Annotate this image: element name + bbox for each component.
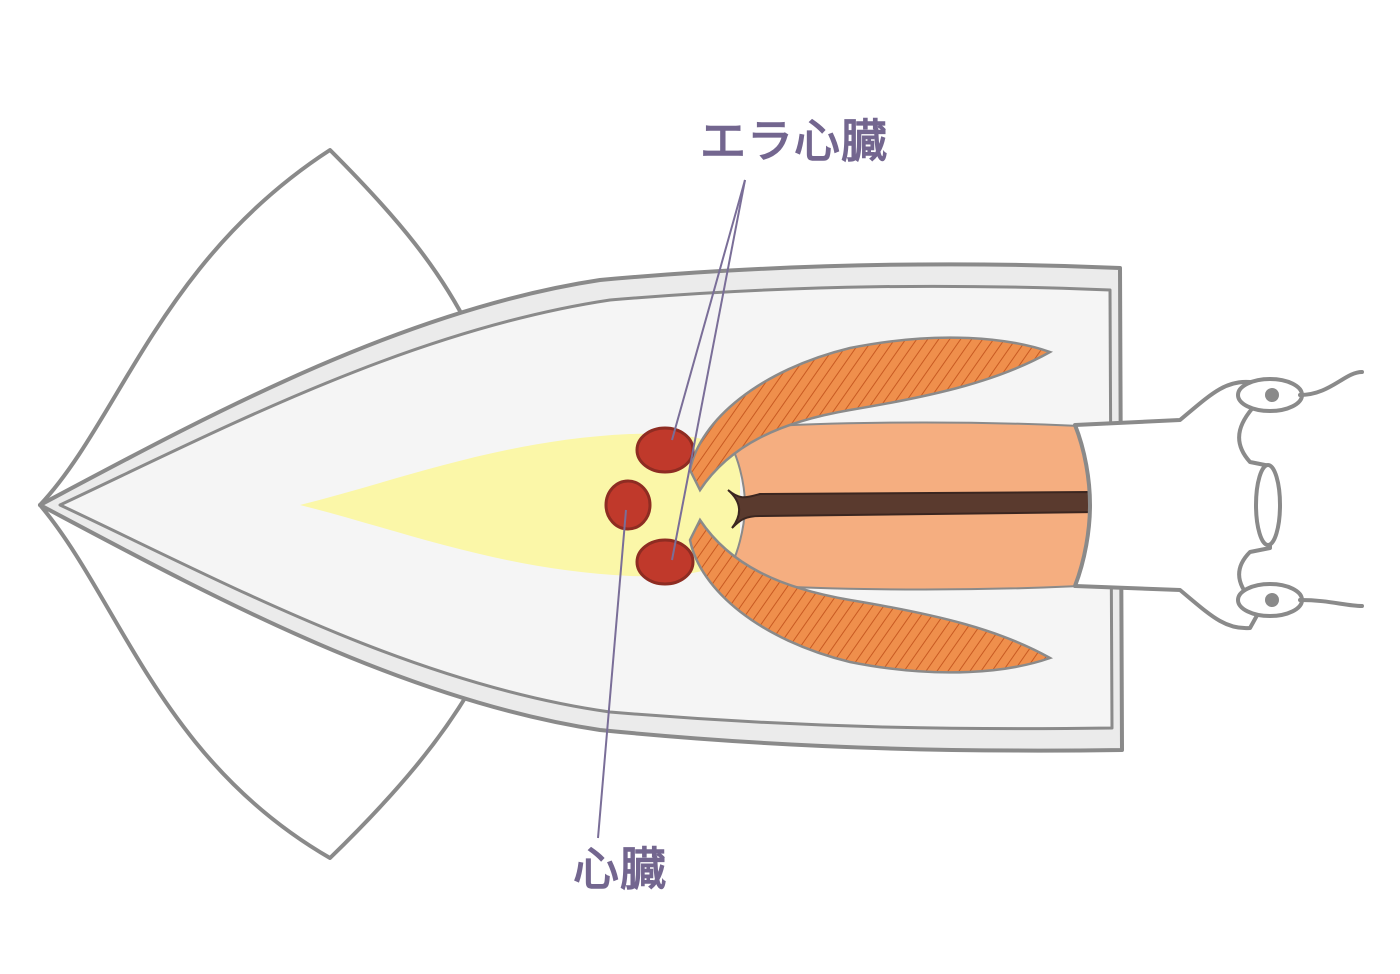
systemic-heart	[604, 479, 652, 531]
pupil-lower	[1265, 593, 1279, 607]
fin-upper	[38, 148, 522, 507]
fin-lower	[38, 503, 522, 860]
gill-upper	[688, 336, 1054, 493]
leader-line-heart	[597, 509, 627, 839]
tentacle-lower	[1298, 598, 1364, 608]
branchial-heart-upper	[635, 426, 695, 474]
gill-lower	[688, 517, 1054, 674]
viscera	[300, 433, 740, 577]
branchial-heart-lower	[635, 538, 695, 586]
leader-line-branchial-lower	[671, 179, 746, 561]
leader-line-branchial-upper	[671, 179, 746, 441]
heart-label: 心臓	[573, 842, 667, 896]
pupil-upper	[1265, 388, 1279, 402]
tentacle-upper	[1298, 370, 1364, 397]
branchial-heart-label: エラ心臓	[700, 114, 888, 168]
funnel-tip	[1254, 463, 1282, 547]
